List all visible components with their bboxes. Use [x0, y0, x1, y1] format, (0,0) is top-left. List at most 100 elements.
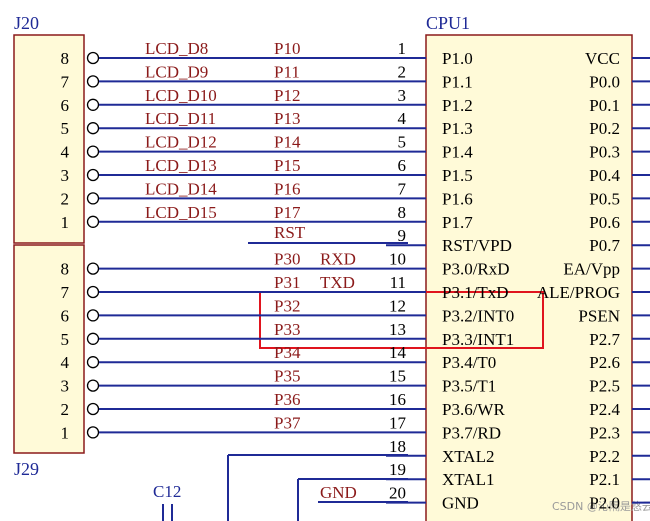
j29-pin-circle	[86, 309, 100, 322]
cpu-pin-number: 1	[398, 39, 407, 58]
cpu-pin-number: 15	[389, 367, 406, 386]
j29-pin-number: 8	[61, 260, 70, 279]
p3-net-label: P35	[274, 367, 300, 386]
cpu-pin-number: 5	[398, 133, 407, 152]
p1-net-label: P16	[274, 179, 300, 198]
cpu-pin-name: P3.1/TxD	[442, 283, 509, 302]
lcd-net-label: LCD_D9	[145, 62, 208, 81]
cpu-right-pin-name: P0.0	[589, 72, 620, 91]
cpu-right-pin-name: P0.5	[589, 189, 620, 208]
lcd-net-label: LCD_D15	[145, 203, 217, 222]
p3-net-label: P37	[274, 413, 301, 432]
j29-pin-number: 6	[61, 306, 70, 325]
cpu-right-pin-name: P2.3	[589, 423, 620, 442]
cpu-right-pin-name: P2.5	[589, 377, 620, 396]
cpu-right-pin-name: P2.2	[589, 447, 620, 466]
cpu-pin-name: P3.0/RxD	[442, 260, 510, 279]
cpu-pin-name: P1.4	[442, 143, 473, 162]
cpu-pin-name: P3.4/T0	[442, 353, 496, 372]
serial-net-label: RXD	[320, 250, 356, 269]
p3-net-label: P32	[274, 296, 300, 315]
cpu-right-pin-name: EA/Vpp	[563, 260, 620, 279]
rst-net-label: RST	[274, 223, 306, 242]
j29-pin-number: 4	[61, 353, 70, 372]
j29-pin-circle	[86, 379, 100, 392]
cpu1-body	[425, 34, 633, 521]
j29-pin-circle	[86, 285, 100, 299]
j29-pin-number: 3	[61, 377, 70, 396]
lcd-net-label: LCD_D8	[145, 39, 208, 58]
cpu-pin-number: 3	[398, 86, 407, 105]
j29-pin-circle	[86, 332, 100, 345]
j20-pin-number: 2	[61, 189, 70, 208]
p1-net-label: P15	[274, 156, 300, 175]
j29-pin-number: 7	[61, 283, 70, 302]
p1-net-label: P17	[274, 203, 301, 222]
lcd-net-label: LCD_D12	[145, 133, 217, 152]
j20-pin-circle	[86, 215, 100, 228]
cpu-right-pin-name: P0.7	[589, 236, 620, 255]
cpu-pin-name: P3.7/RD	[442, 423, 501, 442]
j29-pin-circle	[86, 262, 100, 275]
cpu-pin-number: 6	[398, 156, 407, 175]
cpu-pin-number: 20	[389, 484, 406, 503]
cpu-pin-name: P1.1	[442, 72, 473, 91]
cpu-pin-number: 17	[389, 413, 407, 432]
cpu-pin-number: 16	[389, 390, 406, 409]
j29-designator: J29	[14, 459, 39, 479]
cpu-pin-name: P1.5	[442, 166, 473, 185]
cpu-pin-number: 8	[398, 203, 407, 222]
j20-pin-number: 1	[61, 213, 70, 232]
cpu-right-pin-name: VCC	[585, 49, 620, 68]
lcd-net-label: LCD_D10	[145, 86, 217, 105]
j20-pin-circle	[86, 145, 100, 158]
p3-net-label: P33	[274, 320, 300, 339]
p1-net-label: P14	[274, 133, 301, 152]
j20-pin-number: 3	[61, 166, 70, 185]
j20-pin-circle	[86, 122, 100, 135]
j20-designator: J20	[14, 13, 39, 33]
j29-pin-number: 2	[61, 400, 70, 419]
j20-pin-number: 6	[61, 96, 70, 115]
j20-pin-number: 8	[61, 49, 70, 68]
cpu-right-pin-name: PSEN	[578, 306, 620, 325]
j20-pin-number: 4	[61, 143, 70, 162]
cpu-pin-name: P1.7	[442, 213, 473, 232]
cpu-pin-number: 9	[398, 226, 407, 245]
cpu-pin-name: P3.6/WR	[442, 400, 505, 419]
cpu-pin-number: 11	[390, 273, 406, 292]
j20-pin-circle	[86, 168, 100, 182]
j20-pin-circle	[86, 51, 100, 65]
serial-net-label: TXD	[320, 273, 355, 292]
cpu-right-pin-name: P2.7	[589, 330, 620, 349]
cpu-pin-name: RST/VPD	[442, 236, 512, 255]
j29-pin-circle	[86, 356, 100, 369]
lcd-net-label: LCD_D11	[145, 109, 216, 128]
p3-net-label: P36	[274, 390, 300, 409]
j29-pin-circle	[86, 426, 100, 439]
j20-body	[13, 34, 85, 244]
p1-net-label: P13	[274, 109, 300, 128]
lcd-net-label: LCD_D14	[145, 179, 217, 198]
watermark: CSDN @沁隔是悠云	[552, 499, 650, 513]
cpu-right-pin-name: P0.2	[589, 119, 620, 138]
cpu1-designator: CPU1	[426, 13, 470, 33]
cpu-pin-name: P3.3/INT1	[442, 330, 514, 349]
cpu-pin-number: 7	[398, 179, 407, 198]
cpu-pin-number: 14	[389, 343, 407, 362]
j20-pin-circle	[86, 75, 100, 88]
cpu-right-pin-name: P0.4	[589, 166, 620, 185]
gnd-label: GND	[320, 483, 357, 502]
cpu-right-pin-name: P0.1	[589, 96, 620, 115]
cpu-right-pin-name: P0.3	[589, 143, 620, 162]
cpu-pin-name: GND	[442, 494, 479, 513]
j20-pin-number: 7	[61, 72, 70, 91]
j29-pin-circle	[86, 402, 100, 416]
p1-net-label: P12	[274, 86, 300, 105]
j29-body	[13, 244, 85, 454]
cpu-pin-number: 12	[389, 296, 406, 315]
cpu-pin-name: P1.2	[442, 96, 473, 115]
cpu-pin-number: 19	[389, 460, 406, 479]
p3-net-label: P34	[274, 343, 301, 362]
